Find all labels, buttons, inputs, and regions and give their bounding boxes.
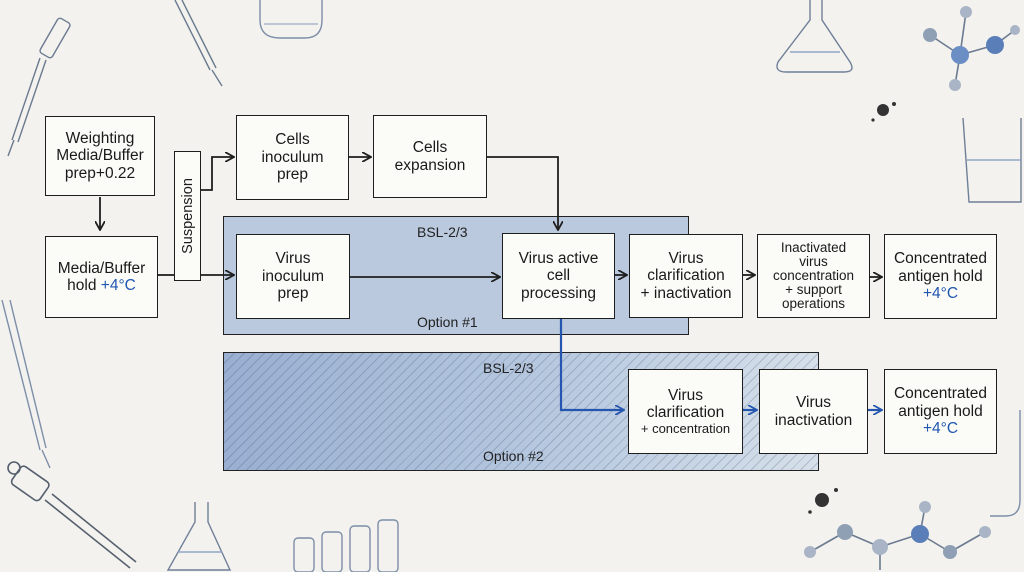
box-line: Virus active xyxy=(518,249,599,267)
molecule-icon xyxy=(804,501,991,570)
box-line: operations xyxy=(781,296,846,312)
media-buffer-hold-box: Media/Buffer hold +4°C xyxy=(45,236,158,318)
box-line: virus xyxy=(799,253,828,269)
pipette-icon xyxy=(7,461,137,569)
virus-clarification-concentration-box: Virus clarification + concentration xyxy=(628,369,743,454)
zone-1-bsl-label: BSL-2/3 xyxy=(417,224,468,240)
box-line: Virus xyxy=(275,250,311,268)
hold-temperature: +4°C xyxy=(100,277,136,294)
box-line: antigen hold xyxy=(898,267,983,285)
box-line: + concentration xyxy=(640,420,731,436)
box-line: + support xyxy=(785,282,842,298)
pipette-icon xyxy=(174,0,223,87)
virus-clarification-inactivation-box: Virus clarification + inactivation xyxy=(629,234,743,318)
box-line: prep xyxy=(276,166,309,184)
arrow-active-to-option-2 xyxy=(559,319,623,410)
molecule-icon xyxy=(923,6,1020,91)
weighting-media-buffer-prep-box: Weighting Media/Buffer prep+0.22 xyxy=(45,116,155,196)
flask-icon xyxy=(259,0,323,39)
hold-temperature: +4°C xyxy=(922,285,959,303)
box-line: Virus xyxy=(667,386,704,404)
flask-icon xyxy=(776,0,853,73)
box-line: prep xyxy=(277,285,309,303)
pipette-icon xyxy=(1,300,51,469)
box-line: inoculum xyxy=(261,267,325,285)
box-line: Media/Buffer xyxy=(56,147,144,165)
hold-text: hold xyxy=(67,277,101,294)
box-line: Virus xyxy=(795,394,832,412)
box-line: cell xyxy=(546,267,571,285)
beaker-icon xyxy=(962,117,1022,203)
pipette-icon xyxy=(7,17,71,157)
box-line: prep+0.22 xyxy=(64,164,136,182)
suspension-label: Suspension xyxy=(179,178,196,254)
suspension-box: Suspension xyxy=(174,151,201,281)
cells-expansion-box: Cells expansion xyxy=(373,115,487,198)
box-line: antigen hold xyxy=(898,402,983,420)
box-line: Cells xyxy=(275,131,310,149)
box-line: processing xyxy=(521,284,596,302)
box-line: hold +4°C xyxy=(67,277,136,294)
box-line: Concentrated xyxy=(893,385,988,403)
box-line: Weighting xyxy=(65,129,135,147)
box-line: inoculum xyxy=(261,148,324,166)
zone-1-option-label: Option #1 xyxy=(417,314,478,330)
box-line: Concentrated xyxy=(893,250,988,268)
virus-inactivation-box: Virus inactivation xyxy=(759,369,868,454)
concentrated-antigen-hold-box-2: Concentrated antigen hold +4°C xyxy=(884,369,997,454)
zone-2-option-label: Option #2 xyxy=(483,448,544,464)
cells-inoculum-prep-box: Cells inoculum prep xyxy=(236,115,349,200)
hold-temperature: +4°C xyxy=(922,420,959,438)
virus-active-cell-processing-box: Virus active cell processing xyxy=(502,233,615,319)
box-line: inactivation xyxy=(774,411,853,429)
box-line: expansion xyxy=(394,156,466,174)
concentrated-antigen-hold-box-1: Concentrated antigen hold +4°C xyxy=(884,234,997,319)
test-tube-rack-icon xyxy=(293,519,399,572)
box-line: clarification xyxy=(646,404,725,422)
virus-inoculum-prep-box: Virus inoculum prep xyxy=(236,234,350,319)
ink-splatter-icon xyxy=(808,488,838,514)
ink-splatter-icon xyxy=(871,102,896,122)
box-line: concentration xyxy=(772,267,855,283)
box-line: clarification xyxy=(647,267,725,285)
box-line: Inactivated xyxy=(780,239,847,255)
beaker-icon xyxy=(990,410,1021,517)
box-line: Cells xyxy=(412,139,448,157)
box-line: Virus xyxy=(668,249,704,267)
box-line: Media/Buffer xyxy=(57,259,146,277)
arrow-suspension-to-cells-inoculum xyxy=(200,157,233,191)
flask-icon xyxy=(166,502,232,571)
inactivated-virus-concentration-box: Inactivated virus concentration + suppor… xyxy=(757,234,870,318)
zone-2-bsl-label: BSL-2/3 xyxy=(483,360,534,376)
arrow-expansion-to-virus-active xyxy=(487,156,558,229)
box-line: + inactivation xyxy=(640,284,732,302)
